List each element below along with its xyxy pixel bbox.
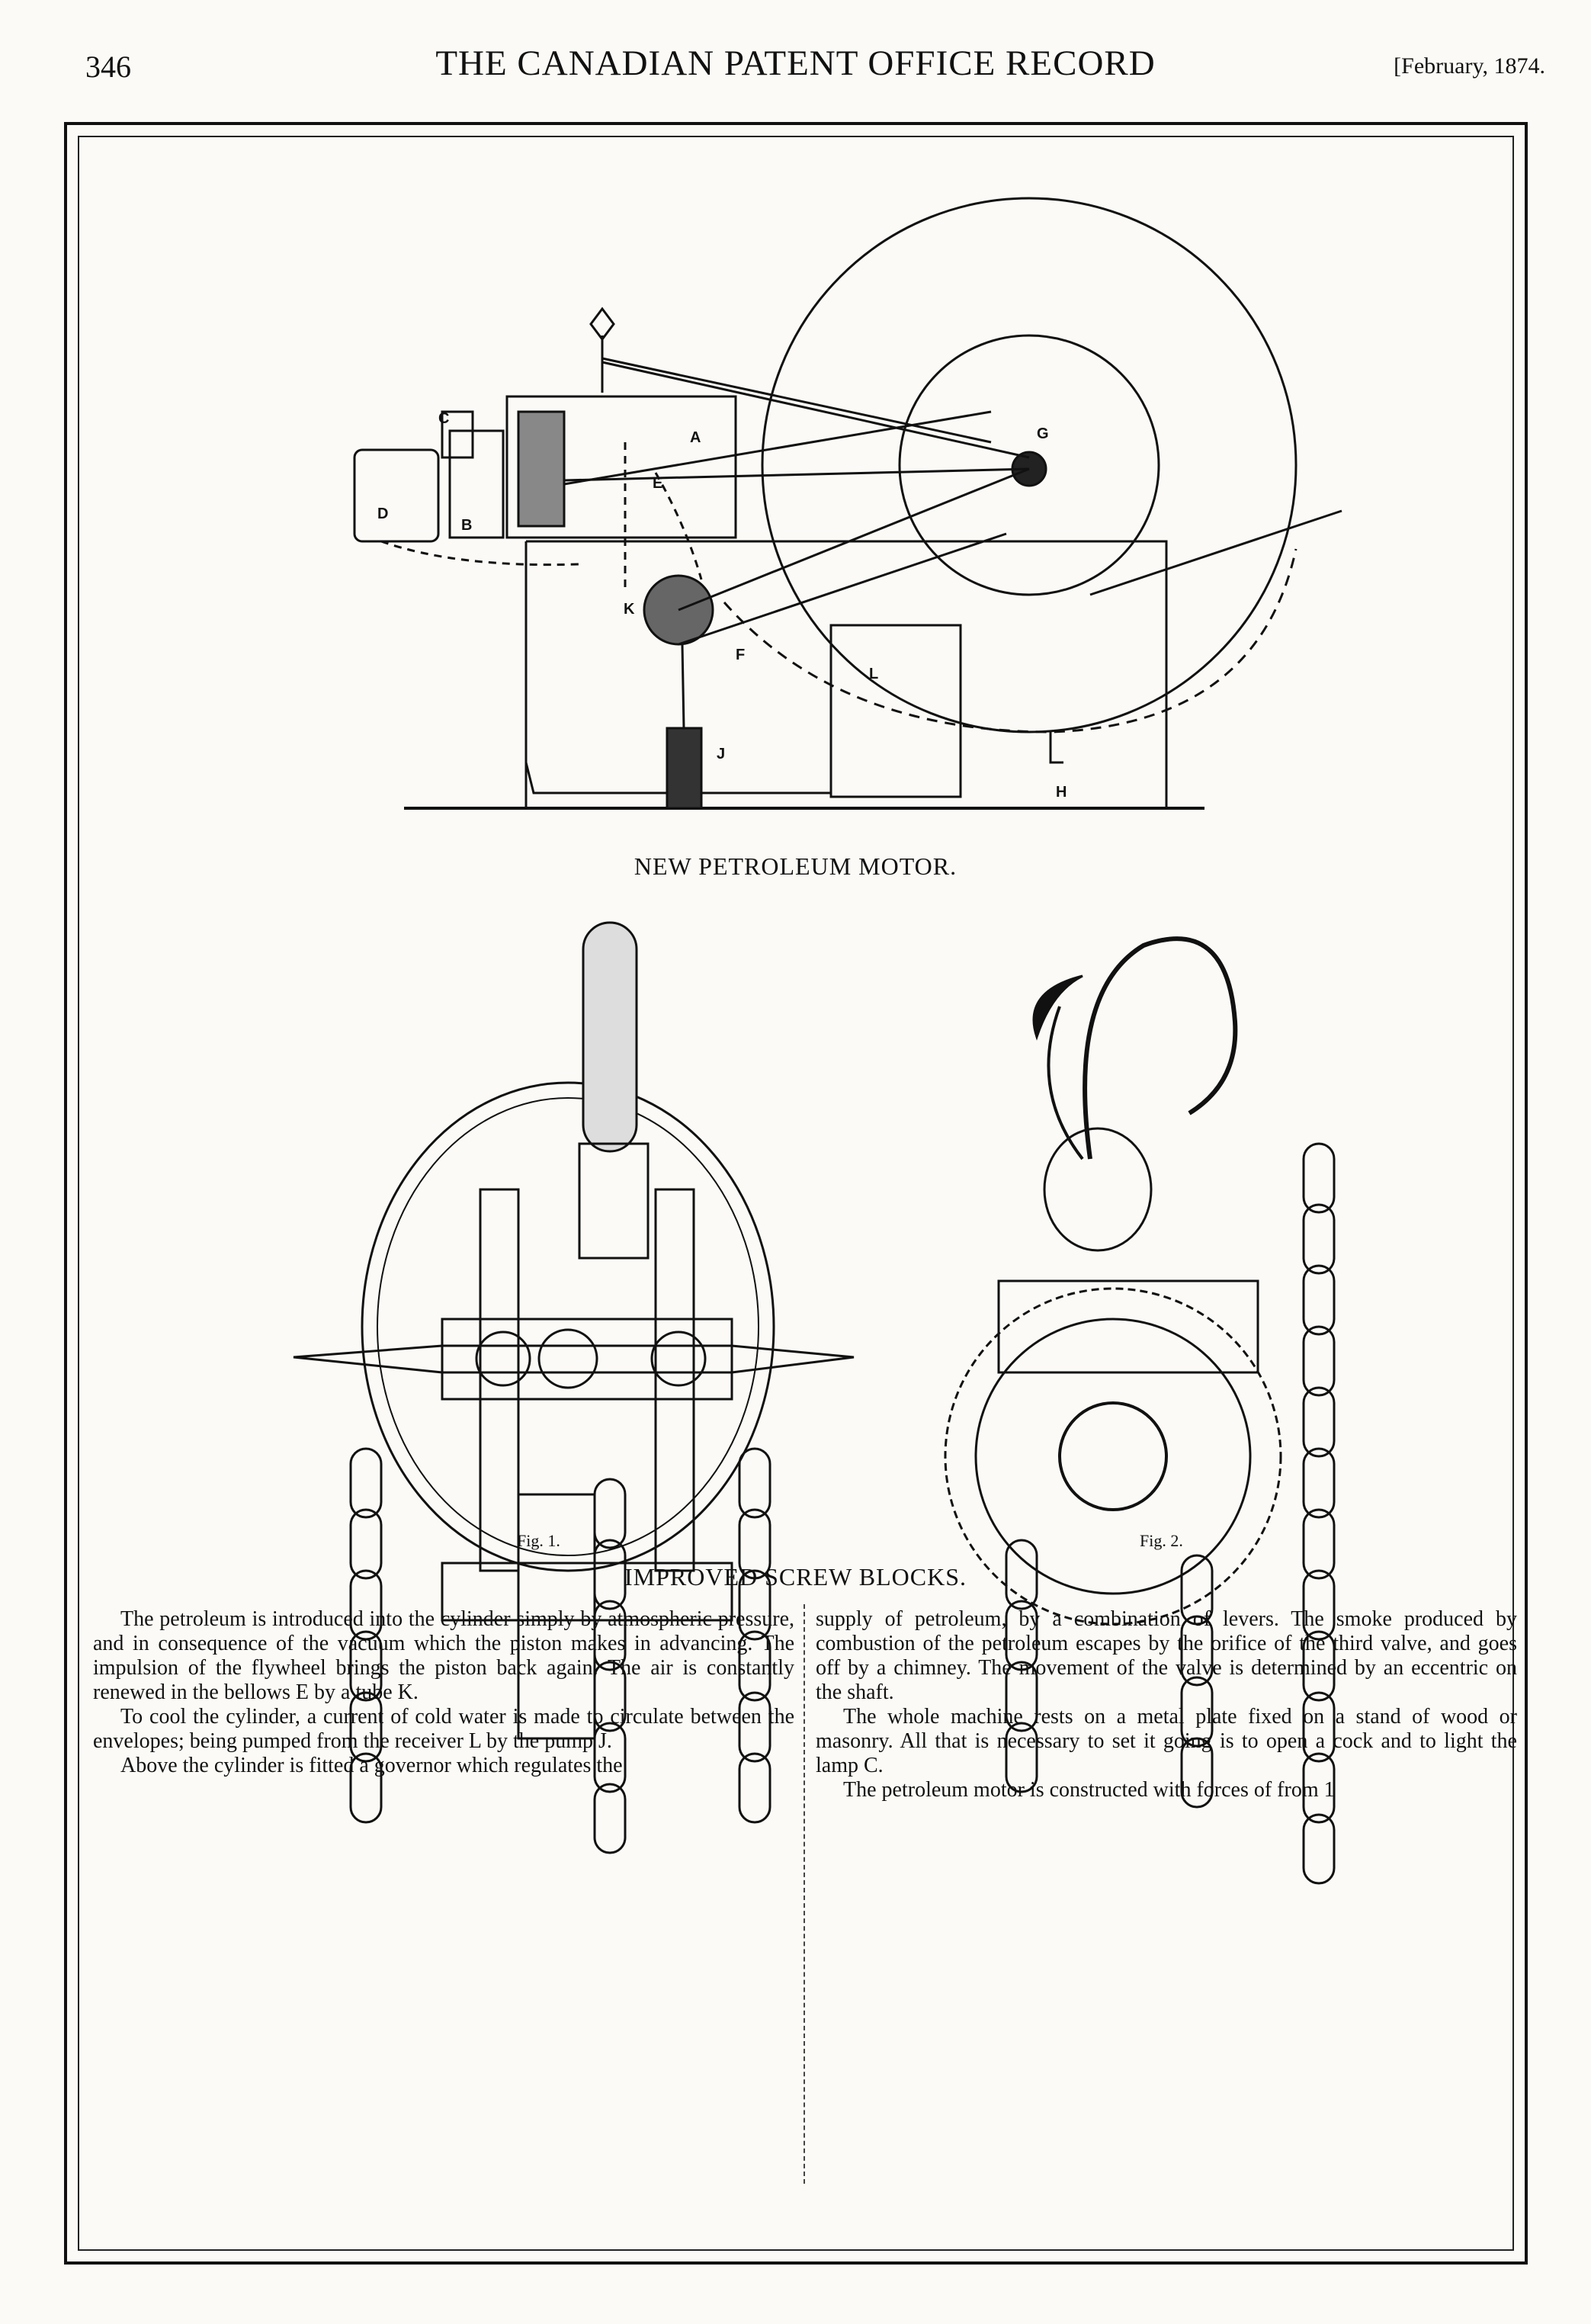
page-border-inner <box>78 136 1514 2251</box>
label-a: A <box>690 429 701 446</box>
article-paragraph: The petroleum motor is constructed with … <box>843 1778 1335 1802</box>
label-k: K <box>624 601 635 618</box>
fig1-chains <box>349 1447 771 1854</box>
motor-caption: NEW PETROLEUM MOTOR. <box>634 852 957 880</box>
article-left-column: The petroleum is introduced into the cyl… <box>93 1607 794 1778</box>
label-l: L <box>869 666 878 682</box>
article-paragraph: To cool the cylinder, a current of cold … <box>93 1705 794 1753</box>
screw-block-fig2-illustration <box>944 936 1336 1885</box>
label-h: H <box>1056 784 1067 801</box>
screw-block-fig1-illustration <box>293 921 855 1854</box>
article-paragraph: The whole machine rests on a metal plate… <box>816 1705 1517 1777</box>
label-d: D <box>377 506 388 522</box>
fig2-label: Fig. 2. <box>1140 1531 1183 1550</box>
label-f: F <box>736 647 745 663</box>
article-paragraph: Above the cylinder is fitted a governor … <box>120 1754 623 1777</box>
page-number: 346 <box>85 50 131 84</box>
page-header: 346 THE CANADIAN PATENT OFFICE RECORD [F… <box>0 43 1591 104</box>
label-c: C <box>438 410 449 427</box>
petroleum-motor-illustration: C A E G D B K F L J H <box>353 197 1342 810</box>
screw-blocks-caption: IMPROVED SCREW BLOCKS. <box>624 1563 967 1591</box>
journal-title: THE CANADIAN PATENT OFFICE RECORD <box>435 43 1156 83</box>
label-e: E <box>653 475 662 492</box>
label-j: J <box>717 746 725 762</box>
article-paragraph: supply of petroleum, by a combination of… <box>816 1607 1517 1704</box>
article-right-column: supply of petroleum, by a combination of… <box>816 1607 1517 1802</box>
page-border <box>64 122 1528 2265</box>
issue-date: [February, 1874. <box>1394 53 1545 79</box>
column-divider <box>804 1604 805 2184</box>
label-g: G <box>1037 425 1049 442</box>
fig2-chains <box>1005 1142 1336 1885</box>
fig1-label: Fig. 1. <box>517 1531 560 1550</box>
label-b: B <box>461 517 472 534</box>
article-paragraph: The petroleum is introduced into the cyl… <box>93 1607 794 1704</box>
